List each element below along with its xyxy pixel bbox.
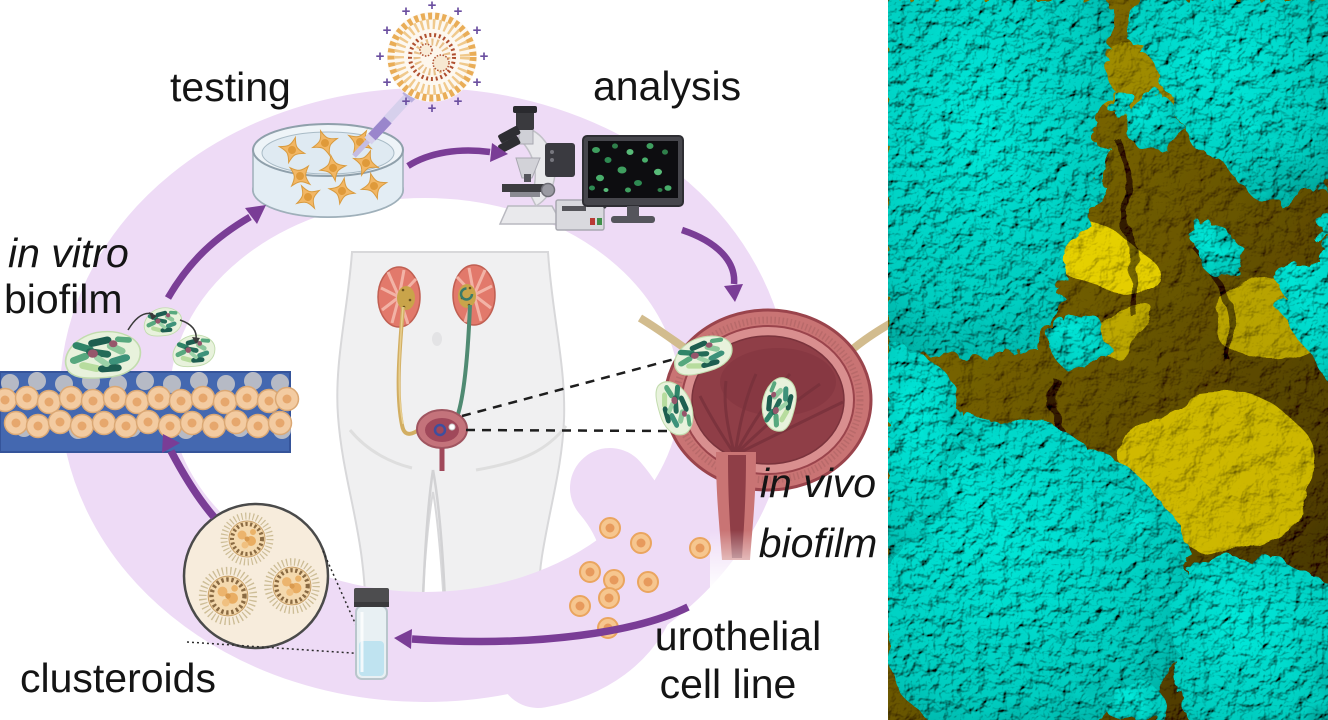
svg-text:+: + xyxy=(454,93,463,110)
svg-text:+: + xyxy=(402,3,411,20)
svg-text:+: + xyxy=(428,100,437,117)
positive-charge-symbols: + + + + + + + + + + + + xyxy=(376,0,489,117)
label-in-vitro: in vitro xyxy=(8,230,129,276)
svg-text:+: + xyxy=(428,0,437,14)
monitor-icon xyxy=(582,135,684,223)
sem-bacteria-teal xyxy=(888,0,1328,720)
arrow-testing-to-analysis xyxy=(406,143,508,169)
arrow-biofilm-to-testing xyxy=(164,205,266,300)
label-urothelial: urothelial xyxy=(655,613,821,659)
human-urinary-tract-illustration xyxy=(336,251,568,641)
bladder-icon xyxy=(416,409,468,471)
eyepiece xyxy=(498,126,521,153)
fluorescent-cells xyxy=(589,143,672,193)
arrow-clusteroids-to-biofilm xyxy=(162,434,217,520)
svg-text:+: + xyxy=(473,22,482,39)
stage-labels: testing analysis in vitro biofilm in viv… xyxy=(4,63,877,707)
detachment-arrows xyxy=(127,312,200,344)
cell-layer-illustration xyxy=(0,307,300,453)
navel xyxy=(432,332,442,346)
label-cell-line: cell line xyxy=(660,661,797,707)
svg-text:+: + xyxy=(376,48,385,65)
arrow-cells-to-vial xyxy=(394,603,690,649)
label-in-vitro-biofilm: biofilm xyxy=(4,276,122,322)
kidney-left-icon xyxy=(377,266,421,328)
svg-text:+: + xyxy=(480,48,489,65)
sem-micrograph xyxy=(888,0,1328,720)
svg-text:+: + xyxy=(402,93,411,110)
svg-text:+: + xyxy=(473,74,482,91)
catheter-port-icon xyxy=(433,423,447,437)
svg-text:+: + xyxy=(383,22,392,39)
label-testing: testing xyxy=(170,64,291,110)
label-in-vivo-biofilm: biofilm xyxy=(759,520,877,566)
clusteroids-magnified-circle xyxy=(182,502,330,650)
svg-text:+: + xyxy=(454,3,463,20)
cycle-arrows xyxy=(162,143,743,649)
workflow-cycle-diagram: + + + + + + + + + + + + xyxy=(0,0,888,708)
arrow-analysis-to-bladder xyxy=(680,226,743,302)
label-clusteroids: clusteroids xyxy=(20,655,216,701)
label-in-vivo: in vivo xyxy=(760,460,876,506)
vial-icon xyxy=(354,588,389,680)
kidney-right-icon xyxy=(452,264,496,326)
liposome-icon: + + + + + + + + + + + + xyxy=(376,0,489,117)
bladder-cross-section-illustration xyxy=(637,308,888,590)
microscope-icon xyxy=(498,106,575,225)
magnification-callout-lines xyxy=(461,351,698,433)
petri-dish-icon xyxy=(252,123,404,218)
camera-controller xyxy=(545,143,575,177)
svg-text:+: + xyxy=(383,74,392,91)
label-analysis: analysis xyxy=(593,63,741,109)
